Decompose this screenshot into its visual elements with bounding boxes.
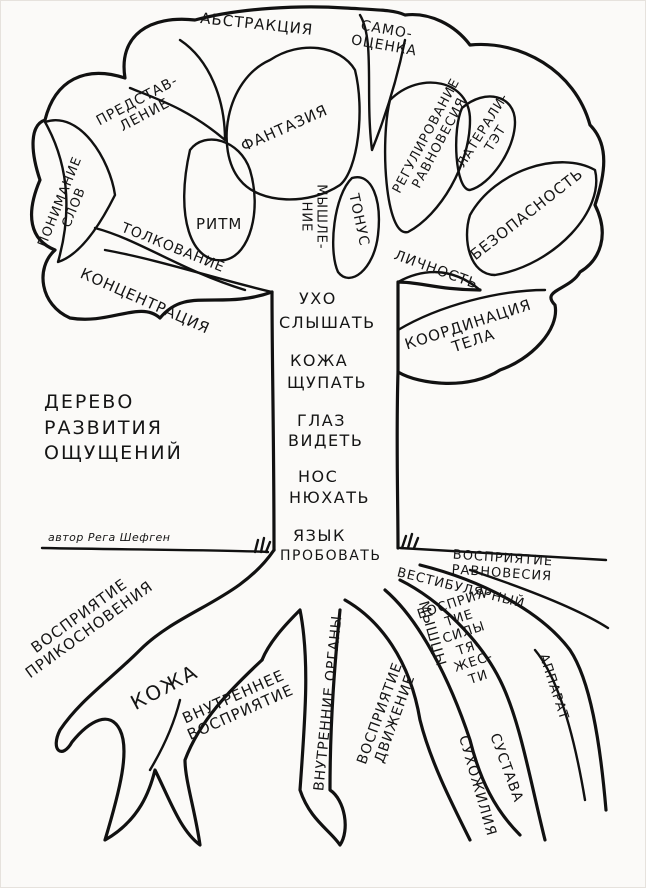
root-skin-lower bbox=[148, 698, 182, 772]
root-apparatus bbox=[418, 563, 608, 812]
label-hear: СЛЫШАТЬ bbox=[279, 313, 376, 332]
lobe-rhythm bbox=[183, 138, 256, 262]
lobe-balance-regulation bbox=[383, 81, 472, 234]
grass-right bbox=[400, 532, 420, 550]
ground-line bbox=[40, 546, 270, 554]
grass-left bbox=[253, 536, 272, 554]
label-skin: КОЖА bbox=[290, 351, 349, 370]
trunk-left-edge bbox=[270, 290, 276, 552]
lobe-fantasy bbox=[225, 46, 361, 201]
crown-outline bbox=[30, 5, 606, 385]
lobe-safety bbox=[465, 161, 598, 277]
root-apparatus-inner bbox=[533, 648, 587, 802]
diagram-title: ДЕРЕВО РАЗВИТИЯ ОЩУЩЕНИЙ bbox=[44, 391, 183, 465]
label-tongue: ЯЗЫК bbox=[293, 526, 346, 545]
root-muscles bbox=[383, 588, 522, 837]
branch-personality bbox=[396, 270, 482, 292]
root-movement bbox=[343, 598, 472, 842]
label-eye: ГЛАЗ bbox=[297, 411, 346, 430]
lobe-laterality bbox=[454, 95, 517, 192]
root-balance bbox=[468, 568, 610, 630]
lobe-coordination bbox=[396, 288, 547, 332]
label-see: ВИДЕТЬ bbox=[288, 431, 364, 450]
lobe-words bbox=[43, 119, 117, 264]
trunk-right-edge bbox=[395, 370, 400, 550]
author-credit: автор Рега Шефген bbox=[48, 531, 171, 544]
label-ear: УХО bbox=[299, 289, 337, 308]
label-smell: НЮХАТЬ bbox=[289, 488, 370, 507]
label-nose: НОС bbox=[298, 467, 339, 486]
branch-interpretation bbox=[93, 226, 247, 292]
lobe-tone bbox=[332, 176, 380, 279]
label-thinking: МЫШЛЕ- НИЕ bbox=[298, 184, 329, 250]
label-taste: ПРОБОВАТЬ bbox=[280, 548, 382, 564]
ground-line-right bbox=[398, 546, 608, 562]
label-touch: ЩУПАТЬ bbox=[287, 373, 367, 392]
branch-concentration bbox=[103, 248, 274, 294]
lobe-self-esteem bbox=[358, 13, 407, 152]
root-gravity bbox=[398, 578, 547, 842]
lobe-representation bbox=[128, 38, 227, 142]
root-inner-organs bbox=[260, 608, 347, 847]
root-left-main bbox=[54, 548, 276, 847]
label-rhythm: РИТМ bbox=[196, 215, 243, 233]
